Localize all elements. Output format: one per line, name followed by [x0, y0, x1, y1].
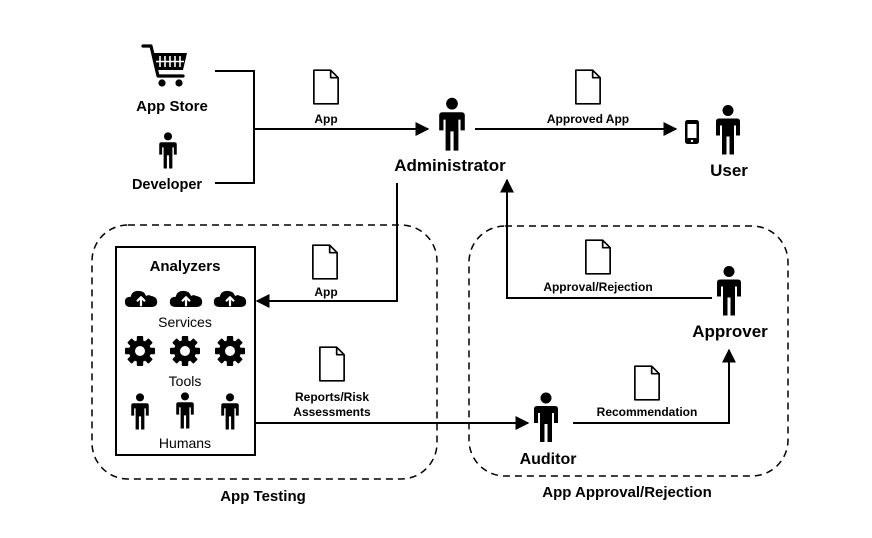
flow-label-reports-1: Reports/Risk: [295, 390, 369, 404]
gear-icon: [125, 336, 155, 366]
user-label: User: [710, 161, 748, 180]
flow-label-reports-2: Assessments: [293, 405, 371, 419]
flow-label-app-analyzers: App: [314, 285, 337, 299]
reports-document-icon: [319, 346, 345, 382]
approved-app-document-icon: [575, 69, 601, 105]
gear-icon: [170, 336, 200, 366]
app-approval-group-label: App Approval/Rejection: [542, 484, 711, 501]
app-store-label: App Store: [136, 98, 208, 115]
administrator-label: Administrator: [394, 156, 506, 175]
user-person-icon: [716, 105, 740, 155]
app-to-analyzers-arrow: [255, 183, 398, 308]
smartphone-icon: [685, 120, 699, 144]
flow-label-app: App: [314, 112, 337, 126]
auditor-person-icon: [534, 392, 558, 442]
tools-label: Tools: [169, 373, 202, 389]
gear-icon: [215, 336, 245, 366]
shopping-cart-icon: [141, 44, 187, 87]
humans-label: Humans: [159, 435, 211, 451]
developer-label: Developer: [132, 177, 202, 193]
approver-label: Approver: [692, 322, 768, 341]
app-document-icon: [313, 69, 339, 105]
services-label: Services: [158, 314, 212, 330]
analyzers-title: Analyzers: [150, 258, 221, 275]
administrator-person-icon: [439, 97, 465, 151]
flow-label-recommendation: Recommendation: [597, 405, 698, 419]
approver-person-icon: [717, 266, 741, 316]
flow-label-approval-rejection: Approval/Rejection: [543, 280, 652, 294]
recommendation-arrow: [573, 348, 736, 424]
recommendation-document-icon: [634, 365, 660, 401]
auditor-label: Auditor: [520, 451, 577, 468]
flow-label-approved-app: Approved App: [547, 112, 629, 126]
developer-person-icon: [159, 132, 177, 169]
app-approval-group: [468, 225, 789, 477]
app-testing-group-label: App Testing: [220, 488, 306, 505]
app-to-analyzers-document-icon: [312, 244, 338, 280]
source-bracket: [215, 70, 255, 184]
app-testing-group: [91, 224, 438, 480]
approval-rejection-document-icon: [585, 239, 611, 275]
approval-rejection-arrow: [500, 178, 712, 299]
